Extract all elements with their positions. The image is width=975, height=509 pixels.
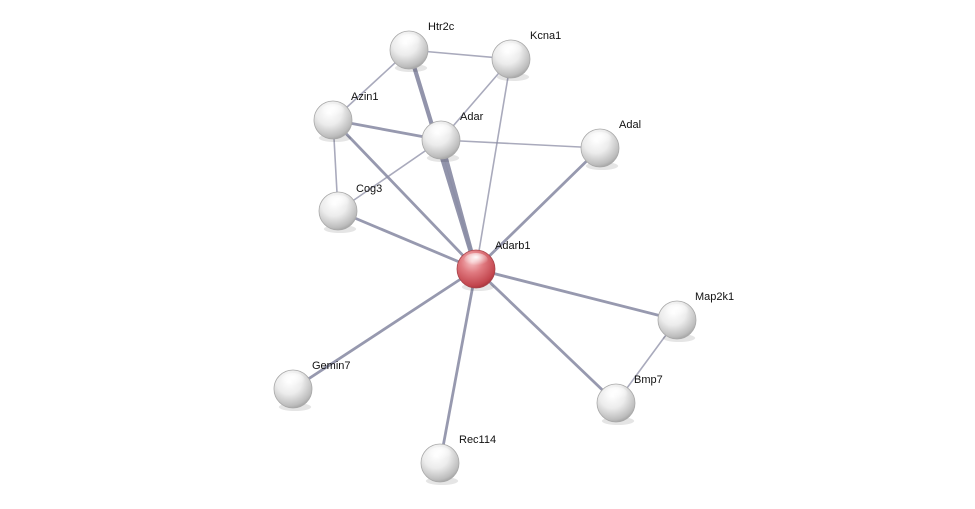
edge-adar-adal (440, 139, 601, 149)
node-label: Adar (460, 111, 484, 123)
node-gemin7[interactable]: Gemin7 (273, 360, 351, 411)
node-label: Htr2c (428, 21, 455, 33)
node-rec114[interactable]: Rec114 (420, 434, 496, 485)
edge-adarb1-bmp7 (474, 267, 618, 405)
edge-cog3-adarb1 (336, 209, 478, 271)
edge-adarb1-rec114 (438, 267, 478, 465)
node-highlight (588, 132, 612, 146)
node-label: Rec114 (459, 434, 496, 446)
node-adal[interactable]: Adal (580, 119, 641, 170)
edge-adarb1-map2k1 (474, 267, 679, 322)
node-map2k1[interactable]: Map2k1 (657, 291, 734, 342)
edge-adar-cog3 (337, 139, 442, 212)
node-highlight (326, 195, 350, 209)
edge-adarb1-gemin7 (291, 267, 478, 391)
node-htr2c[interactable]: Htr2c (389, 21, 455, 72)
node-label: Gemin7 (312, 360, 351, 372)
edge-adal-adarb1 (474, 146, 602, 271)
node-kcna1[interactable]: Kcna1 (491, 30, 561, 81)
node-label: Adal (619, 119, 641, 131)
node-highlight (604, 387, 628, 401)
node-highlight (428, 447, 452, 461)
node-azin1[interactable]: Azin1 (313, 91, 379, 142)
node-highlight (281, 373, 305, 387)
node-adarb1[interactable]: Adarb1 (456, 240, 530, 291)
node-label: Cog3 (356, 183, 382, 195)
node-highlight (321, 104, 345, 118)
node-highlight (397, 34, 421, 48)
node-label: Adarb1 (495, 240, 530, 252)
node-highlight (499, 43, 523, 57)
node-label: Azin1 (351, 91, 379, 103)
node-cog3[interactable]: Cog3 (318, 183, 382, 233)
node-highlight (665, 304, 689, 318)
node-highlight (429, 124, 453, 138)
node-label: Map2k1 (695, 291, 734, 303)
edge-azin1-adarb1 (331, 118, 478, 271)
edge-kcna1-adarb1 (475, 58, 512, 270)
node-bmp7[interactable]: Bmp7 (596, 374, 663, 425)
node-adar[interactable]: Adar (421, 111, 484, 162)
node-label: Bmp7 (634, 374, 663, 386)
node-highlight (464, 253, 488, 267)
edge-adar-adarb1 (438, 137, 479, 272)
nodes-layer: Htr2cKcna1Azin1AdarAdalCog3Adarb1Map2k1G… (273, 21, 734, 485)
node-label: Kcna1 (530, 30, 561, 42)
